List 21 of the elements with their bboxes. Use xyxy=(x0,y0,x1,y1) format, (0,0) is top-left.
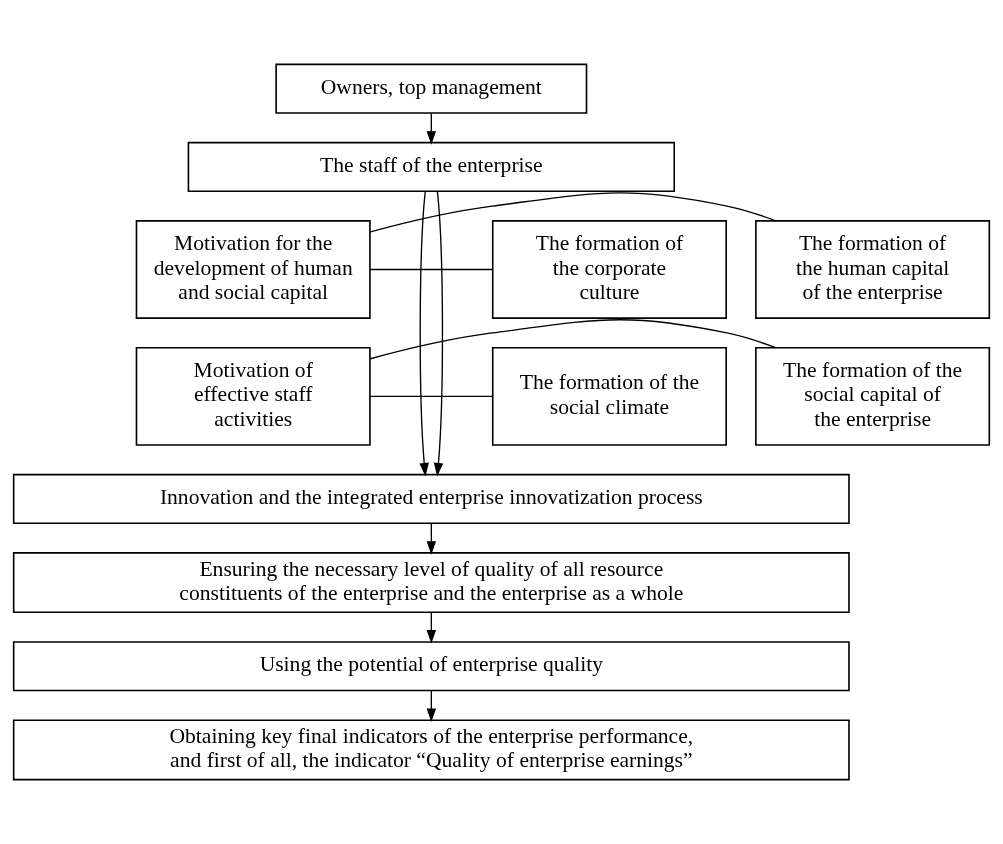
node-box: Using the potential of enterprise quality xyxy=(12,641,850,692)
node-box: Motivation for the development of human and social capital xyxy=(135,220,371,319)
arrow xyxy=(426,522,437,555)
arrow xyxy=(433,190,444,477)
node-box: Motivation of effective staff activities xyxy=(135,346,371,446)
node-box: The formation of the social capital of the enterprise xyxy=(755,346,991,446)
node-box: Ensuring the necessary level of quality of all resource constituents of the enterprise and the enterprise as a whole xyxy=(12,552,850,614)
node-box: Owners, top management xyxy=(275,63,588,114)
arrow xyxy=(419,190,429,477)
node-box: The formation of the human capital of the enterprise xyxy=(755,220,991,319)
node-box: The staff of the enterprise xyxy=(187,141,676,193)
node-box: The formation of the social climate xyxy=(491,346,727,446)
node-box: Obtaining key final indicators of the enterprise performance, and first of all, the indicator “Quality of enterprise earnings” xyxy=(12,719,850,781)
connector xyxy=(369,192,777,233)
node-box: Innovation and the integrated enterprise innovatization process xyxy=(12,473,850,524)
connector xyxy=(369,395,494,398)
connector xyxy=(369,319,777,360)
arrow xyxy=(426,689,437,723)
node-box: The formation of the corporate culture xyxy=(491,220,727,319)
connector xyxy=(369,268,494,271)
arrow xyxy=(426,112,437,145)
